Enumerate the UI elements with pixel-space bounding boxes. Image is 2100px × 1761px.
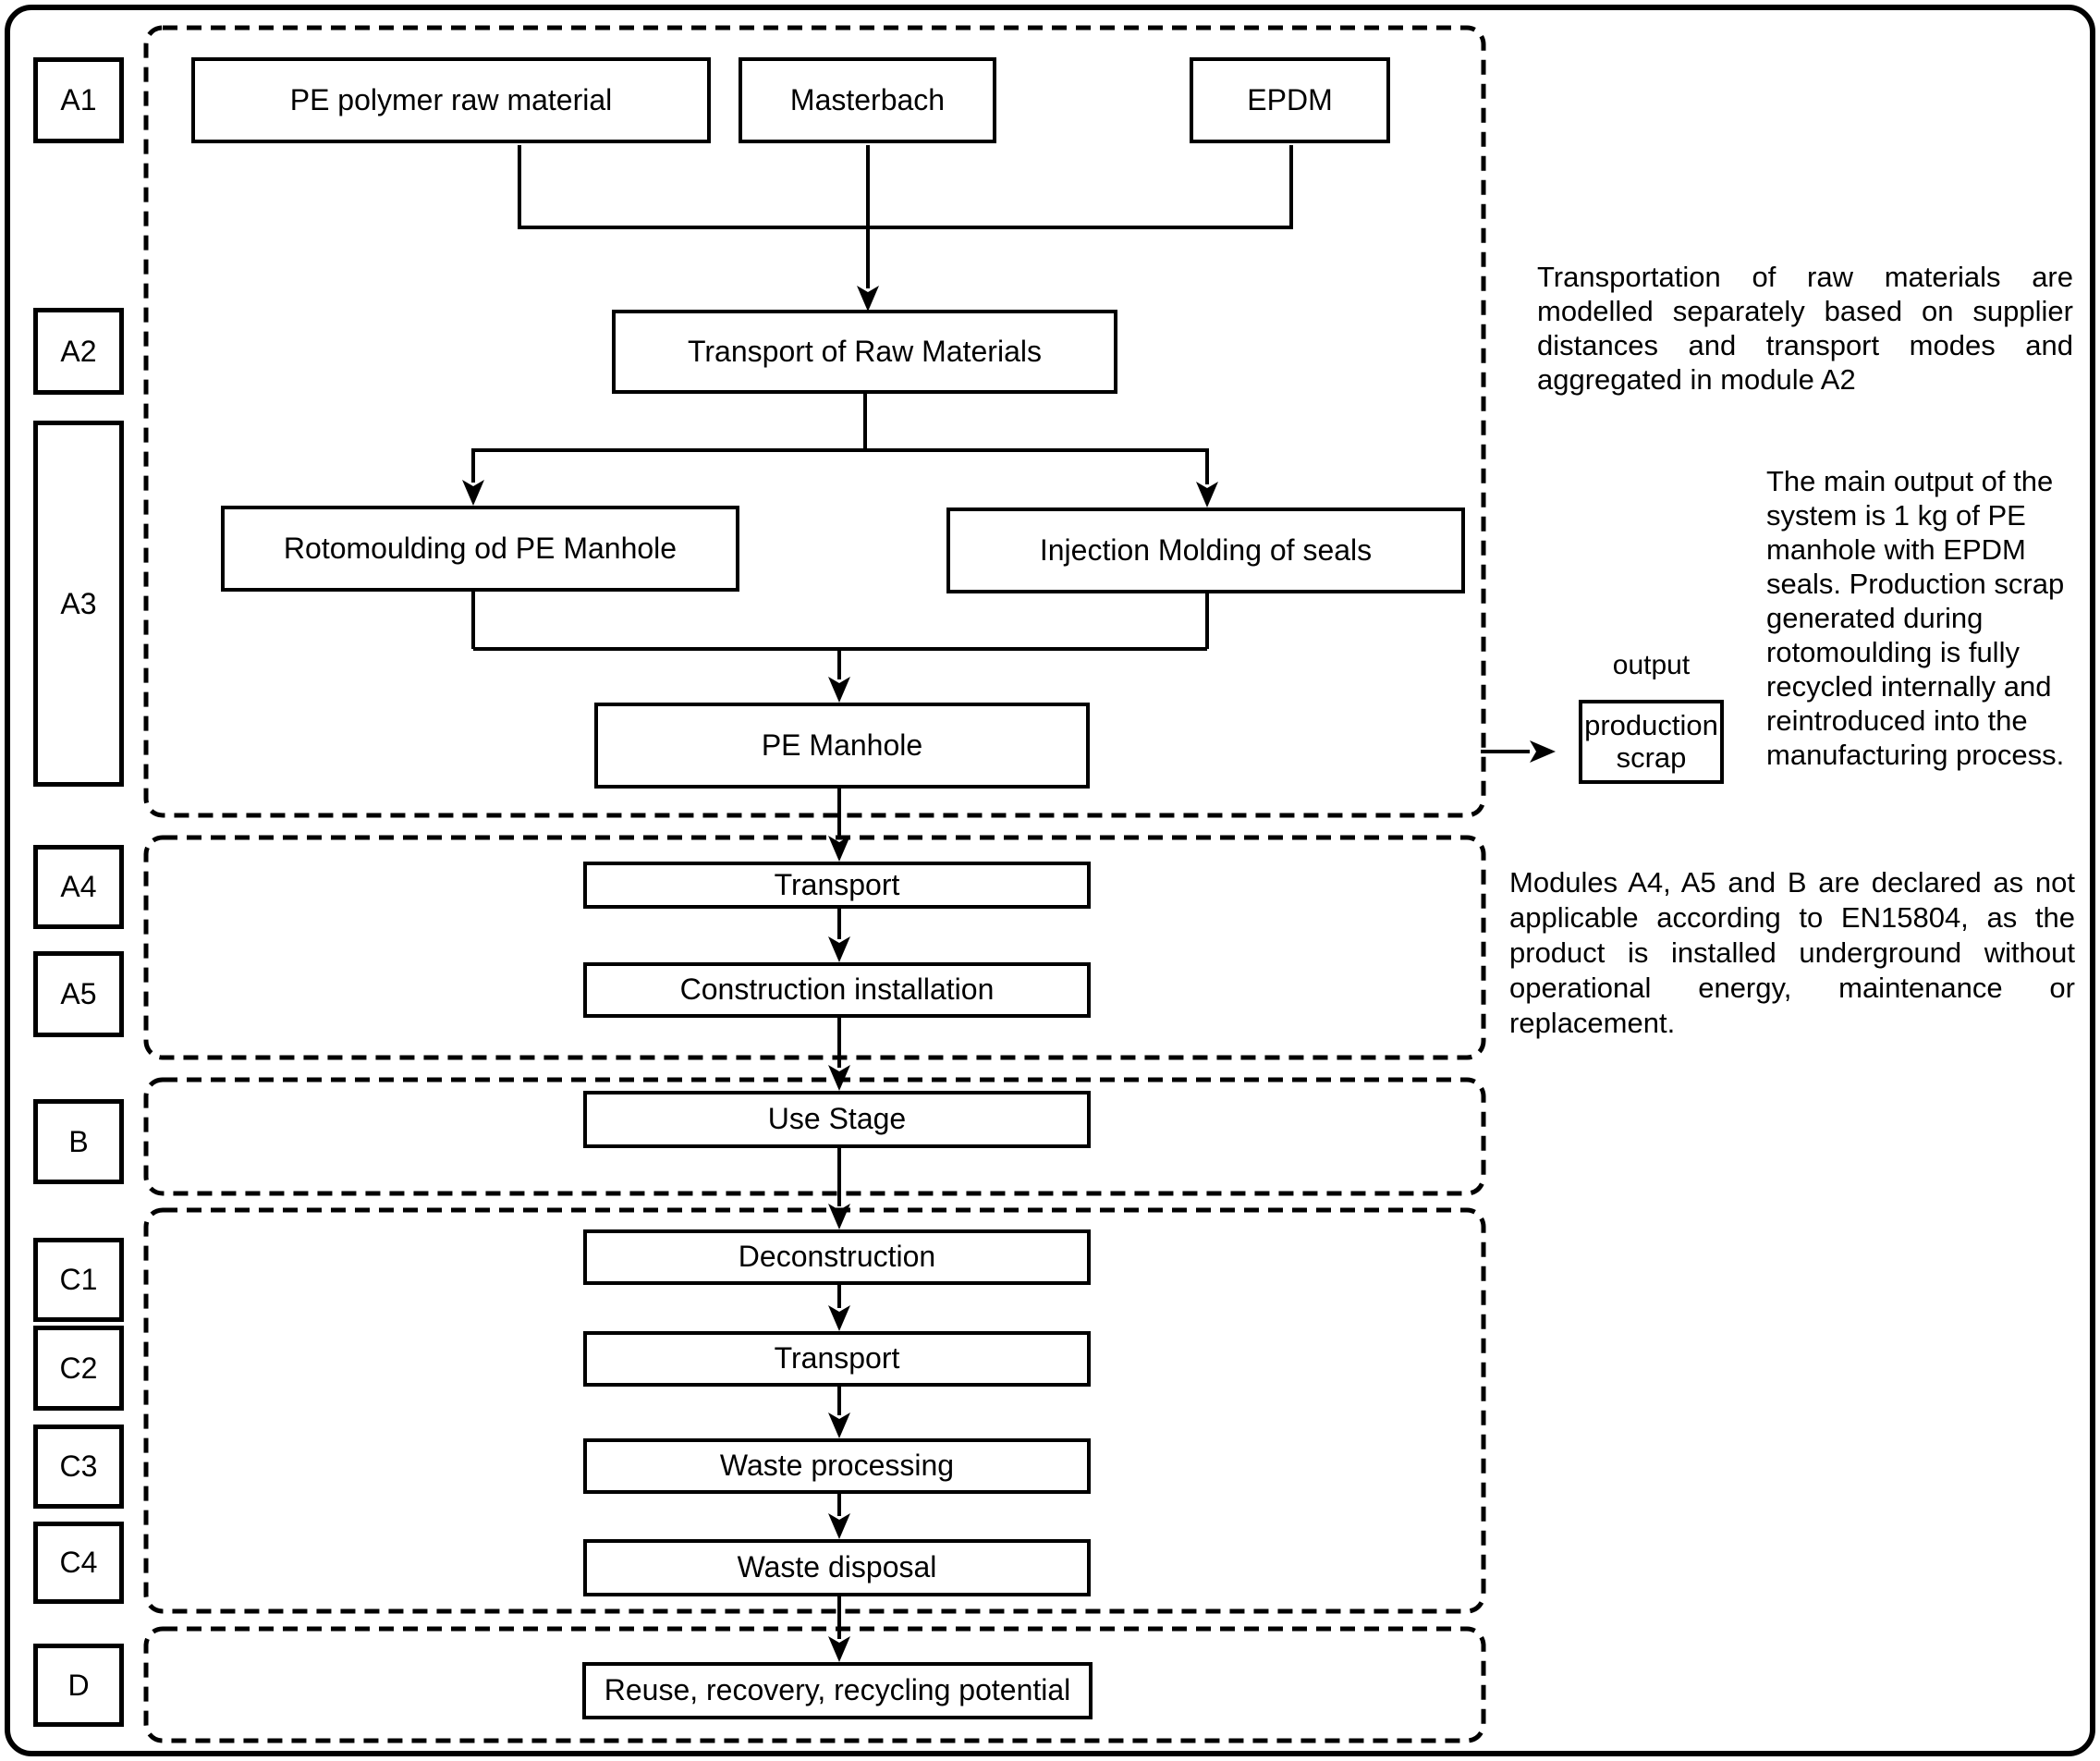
flow-label-transport-c2: Transport [774, 1341, 900, 1376]
flow-label-transport-a4: Transport [774, 867, 900, 901]
flow-box-epdm: EPDM [1190, 57, 1390, 143]
region-b [143, 1077, 1486, 1196]
flow-box-transport-raw: Transport of Raw Materials [612, 310, 1117, 394]
flow-label-reuse: Reuse, recovery, recycling potential [604, 1673, 1071, 1707]
outer-border [5, 5, 2095, 1756]
flow-label-waste-disposal: Waste disposal [737, 1550, 937, 1584]
arrow-to-transport-a4-icon [828, 836, 850, 862]
output-label: output [1612, 650, 1691, 680]
branch-line-a3 [471, 394, 1209, 484]
arrow-to-waste-disposal-icon [828, 1513, 850, 1539]
flow-box-transport-c2: Transport [583, 1331, 1091, 1387]
module-label-c1: C1 [59, 1263, 98, 1296]
module-label-c4: C4 [59, 1546, 98, 1579]
flow-box-pe-polymer: PE polymer raw material [191, 57, 711, 143]
region-d [143, 1626, 1486, 1743]
arrow-to-production-scrap-icon [1530, 740, 1556, 763]
arrow-to-rotomoulding-icon [462, 480, 484, 506]
note-main-output: The main output of the system is 1 kg of… [1766, 465, 2065, 771]
module-label-a4: A4 [60, 870, 97, 903]
flow-label-deconstruction: Deconstruction [738, 1240, 936, 1274]
flow-label-use-stage: Use Stage [767, 1102, 907, 1136]
module-label-a1: A1 [60, 83, 97, 116]
flow-box-pe-manhole: PE Manhole [594, 703, 1090, 789]
flow-box-rotomoulding: Rotomoulding od PE Manhole [221, 506, 739, 592]
module-box-c3: C3 [33, 1425, 124, 1509]
module-label-a3: A3 [60, 586, 97, 620]
arrow-to-use-stage-icon [828, 1065, 850, 1091]
module-box-b: B [33, 1099, 124, 1184]
module-box-a2: A2 [33, 308, 124, 395]
module-box-a4: A4 [33, 845, 124, 929]
module-box-c1: C1 [33, 1238, 124, 1322]
arrow-to-transport-c2-icon [828, 1305, 850, 1331]
module-box-d: D [33, 1644, 124, 1727]
module-box-a1: A1 [33, 57, 124, 143]
flow-label-injection: Injection Molding of seals [1039, 532, 1373, 567]
flow-box-reuse: Reuse, recovery, recycling potential [582, 1662, 1093, 1719]
production-scrap-label: production scrap [1584, 709, 1718, 774]
flow-box-use-stage: Use Stage [583, 1091, 1091, 1148]
region-a4-a5 [143, 835, 1486, 1060]
module-box-c4: C4 [33, 1522, 124, 1604]
flow-label-waste-processing: Waste processing [719, 1449, 955, 1483]
merge-line-a3 [471, 592, 1209, 679]
production-scrap-box: production scrap [1579, 700, 1724, 784]
flow-label-transport-raw: Transport of Raw Materials [688, 334, 1042, 368]
flow-label-masterbach: Masterbach [789, 82, 946, 116]
module-label-c3: C3 [59, 1449, 98, 1483]
flow-label-construction: Construction installation [679, 972, 995, 1007]
flow-box-construction: Construction installation [583, 962, 1091, 1018]
flow-box-injection: Injection Molding of seals [946, 508, 1465, 593]
flow-box-masterbach: Masterbach [739, 57, 996, 143]
flow-label-rotomoulding: Rotomoulding od PE Manhole [283, 531, 678, 565]
arrow-to-waste-processing-icon [828, 1412, 850, 1438]
arrow-to-deconstruction-icon [828, 1204, 850, 1229]
module-label-a2: A2 [60, 334, 97, 368]
arrow-to-transport-raw-icon [857, 286, 879, 312]
note-modules-a4-a5-b: Modules A4, A5 and B are declared as not… [1509, 866, 2075, 1039]
flow-label-pe-manhole: PE Manhole [761, 728, 923, 762]
flow-box-transport-a4: Transport [583, 862, 1091, 909]
flow-label-epdm: EPDM [1247, 82, 1333, 116]
region-a1-a3 [143, 25, 1486, 818]
region-c1-c4 [143, 1207, 1486, 1614]
arrow-to-construction-icon [828, 936, 850, 962]
flow-box-waste-disposal: Waste disposal [583, 1539, 1091, 1596]
module-label-a5: A5 [60, 977, 97, 1010]
flow-box-waste-processing: Waste processing [583, 1438, 1091, 1494]
module-box-a3: A3 [33, 421, 124, 787]
flow-box-deconstruction: Deconstruction [583, 1229, 1091, 1285]
note-transport-a2: Transportation of raw materials are mode… [1537, 261, 2073, 396]
arrow-to-pe-manhole-icon [828, 677, 850, 703]
module-label-d: D [67, 1668, 90, 1702]
module-label-b: B [68, 1124, 89, 1158]
arrow-to-injection-icon [1196, 482, 1218, 508]
arrow-to-reuse-icon [828, 1636, 850, 1662]
module-box-c2: C2 [33, 1326, 124, 1411]
module-box-a5: A5 [33, 951, 124, 1037]
merge-line-raw-materials [518, 145, 1293, 288]
module-label-c2: C2 [59, 1351, 98, 1385]
flow-label-pe-polymer: PE polymer raw material [289, 82, 613, 116]
